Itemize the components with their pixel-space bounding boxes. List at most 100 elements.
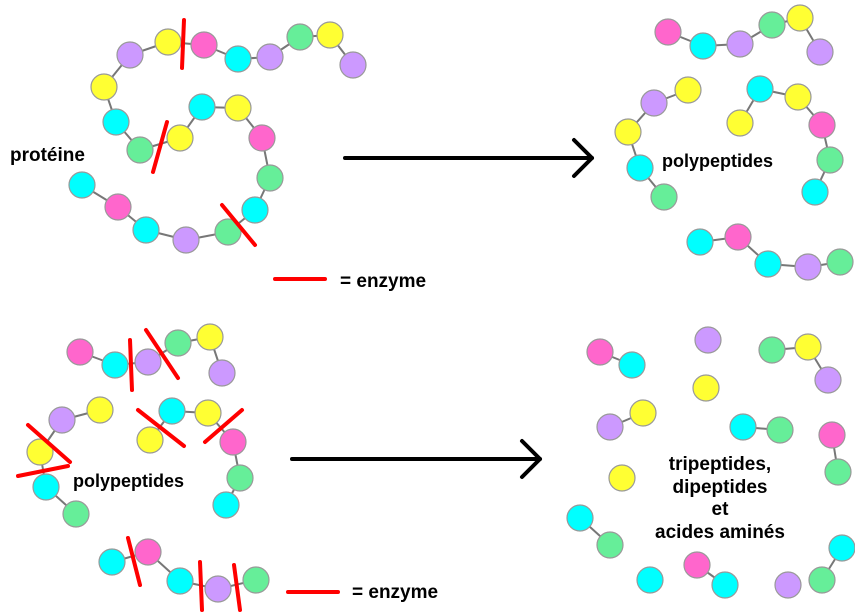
enzyme-cut: [136, 408, 186, 448]
label-dipeptides: dipeptides: [672, 477, 767, 498]
amino-acid: [48, 406, 76, 434]
amino-acid-beads: [26, 4, 855, 603]
enzyme-cut: [144, 328, 180, 380]
amino-acid: [134, 538, 162, 566]
amino-acid: [212, 491, 240, 519]
amino-acid: [226, 464, 254, 492]
amino-acid: [794, 333, 822, 361]
amino-acid: [208, 359, 236, 387]
label-proteine: protéine: [10, 145, 85, 166]
amino-acid: [824, 458, 852, 486]
amino-acid: [194, 399, 222, 427]
amino-acid: [116, 41, 144, 69]
amino-acid: [694, 326, 722, 354]
amino-acid: [158, 397, 186, 425]
amino-acid: [172, 226, 200, 254]
amino-acid: [774, 571, 802, 599]
amino-acid: [596, 531, 624, 559]
amino-acid: [196, 323, 224, 351]
amino-acid: [316, 21, 344, 49]
amino-acid: [654, 18, 682, 46]
amino-acid: [618, 351, 646, 379]
amino-acid: [608, 464, 636, 492]
enzyme-cut: [220, 203, 257, 247]
amino-acid: [640, 89, 668, 117]
amino-acid: [132, 216, 160, 244]
amino-acid: [758, 11, 786, 39]
amino-acid: [766, 416, 794, 444]
amino-acid: [816, 146, 844, 174]
amino-acid: [164, 329, 192, 357]
amino-acid: [784, 83, 812, 111]
amino-acid: [683, 551, 711, 579]
amino-acid: [86, 396, 114, 424]
amino-acid: [256, 43, 284, 71]
amino-acid: [188, 93, 216, 121]
amino-acid: [711, 571, 739, 599]
arrow-bottom: [290, 439, 542, 479]
amino-acid: [806, 38, 834, 66]
label-polypeptides-top: polypeptides: [662, 151, 773, 171]
label-enzyme-top: = enzyme: [340, 271, 426, 292]
amino-acid: [104, 193, 132, 221]
amino-acid: [190, 31, 218, 59]
amino-acid: [818, 421, 846, 449]
amino-acid: [241, 196, 269, 224]
amino-acid: [126, 136, 154, 164]
amino-acid: [219, 428, 247, 456]
amino-acid: [689, 32, 717, 60]
amino-acid: [32, 473, 60, 501]
enzyme-cut: [180, 18, 186, 70]
amino-acid: [62, 500, 90, 528]
amino-acid: [636, 566, 664, 594]
amino-acid: [136, 426, 164, 454]
enzyme-cut: [126, 536, 142, 587]
amino-acid: [214, 218, 242, 246]
label-enzyme-bottom: = enzyme: [352, 582, 438, 603]
amino-acid: [786, 4, 814, 32]
amino-acid: [629, 399, 657, 427]
amino-acid: [566, 504, 594, 532]
amino-acid: [724, 223, 752, 251]
label-polypeptides-bottom: polypeptides: [73, 471, 184, 491]
amino-acid: [154, 28, 182, 56]
amino-acid: [224, 45, 252, 73]
amino-acid: [256, 164, 284, 192]
amino-acid: [626, 154, 654, 182]
arrow-top: [343, 138, 594, 178]
enzyme-cuts: [16, 18, 257, 612]
amino-acid: [729, 413, 757, 441]
label-tripeptides: tripeptides,: [669, 454, 771, 475]
amino-acid: [726, 30, 754, 58]
enzyme-cut: [16, 464, 70, 478]
amino-acid: [68, 171, 96, 199]
amino-acid: [650, 183, 678, 211]
amino-acid: [101, 351, 129, 379]
amino-acid: [204, 575, 232, 603]
amino-acid: [66, 338, 94, 366]
amino-acid: [339, 51, 367, 79]
amino-acid: [224, 94, 252, 122]
amino-acid: [242, 566, 270, 594]
amino-acid: [98, 548, 126, 576]
amino-acid: [26, 438, 54, 466]
amino-acid: [808, 111, 836, 139]
enzyme-cut: [151, 120, 169, 174]
label-acides-amines: acides aminés: [655, 522, 785, 543]
amino-acid: [758, 336, 786, 364]
amino-acid: [746, 75, 774, 103]
enzyme-cut: [198, 560, 204, 612]
amino-acid: [754, 250, 782, 278]
enzyme-cut: [203, 408, 244, 444]
amino-acid: [801, 178, 829, 206]
enzyme-cut: [128, 338, 134, 392]
amino-acid: [596, 413, 624, 441]
amino-acid: [828, 534, 855, 562]
amino-acid: [166, 567, 194, 595]
amino-acid: [248, 124, 276, 152]
amino-acid: [686, 228, 714, 256]
amino-acid: [794, 253, 822, 281]
amino-acid: [614, 118, 642, 146]
